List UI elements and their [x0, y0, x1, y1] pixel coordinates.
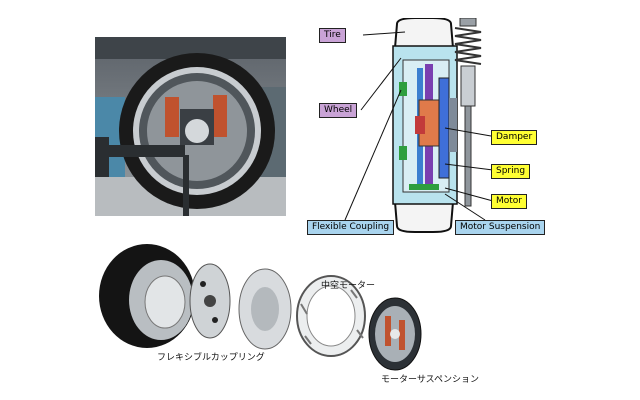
- hollow-motor-label: 中空モーター: [321, 281, 376, 291]
- damper-label: Damper: [491, 130, 538, 145]
- exploded-view: 中空モーター フレキシブルカップリング モーターサスペンション: [95, 244, 530, 394]
- flexible-coupling-label: Flexible Coupling: [307, 220, 395, 235]
- motor-suspension-label: Motor Suspension: [455, 220, 546, 235]
- tire-label: Tire: [319, 28, 346, 43]
- motor-label: Motor: [491, 194, 528, 209]
- wheel-label: Wheel: [319, 103, 358, 118]
- cross-section-diagram: Tire Wheel Damper Spring Motor Flexible …: [305, 18, 550, 240]
- cross-section-drawing: [344, 18, 494, 233]
- in-wheel-motor-photo: [95, 37, 286, 216]
- flexible-coupling-jp-label: フレキシブルカップリング: [157, 353, 265, 363]
- spring-label: Spring: [491, 164, 531, 179]
- motor-suspension-jp-label: モーターサスペンション: [381, 375, 480, 385]
- photo-illustration: [95, 37, 286, 216]
- exploded-drawing: [99, 244, 422, 371]
